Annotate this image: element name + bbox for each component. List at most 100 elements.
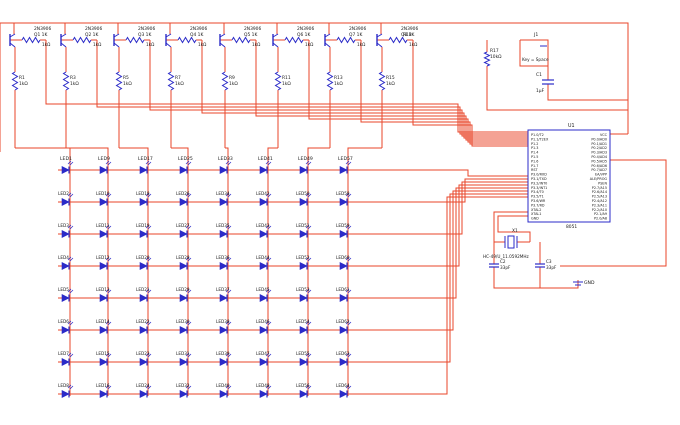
led-light-arrow — [67, 160, 72, 165]
led-label: LED26 — [176, 191, 190, 196]
led-label: LED36 — [216, 255, 230, 260]
transistor-ref-label: Q2 1K — [85, 32, 98, 38]
led-diode — [299, 294, 308, 302]
led-label: LED7 — [58, 351, 69, 356]
led-light-arrow — [145, 192, 150, 197]
pull-resistor-value: 1kΩ — [386, 81, 395, 87]
led-label: LED30 — [176, 319, 190, 324]
led-label: LED62 — [336, 319, 350, 324]
led-label: LED52 — [296, 255, 310, 260]
led-diode — [339, 294, 348, 302]
mcu-left-pin: P1.0/T2 — [531, 133, 544, 137]
led-light-arrow — [69, 193, 74, 198]
led-light-arrow — [227, 321, 232, 326]
led-label: LED27 — [176, 223, 190, 228]
led-light-arrow — [265, 224, 270, 229]
led-diode — [61, 230, 70, 238]
mcu-left-pin: GND — [531, 217, 539, 221]
led-light-arrow — [145, 320, 150, 325]
pull-resistor-ref: R11 — [282, 75, 291, 81]
base-resistor — [21, 36, 41, 44]
led-label: LED14 — [96, 319, 110, 324]
mcu-right-pin: P0.6/AD6 — [591, 164, 607, 168]
c1-ref: C1 — [536, 72, 542, 78]
pull-resistor — [274, 71, 282, 91]
led-label: LED21 — [136, 287, 150, 292]
column-control-wire — [96, 40, 528, 135]
led-light-arrow — [187, 225, 192, 230]
led-label: LED38 — [216, 319, 230, 324]
led-light-arrow — [107, 353, 112, 358]
transistor-part-label: 2N3906 — [85, 26, 102, 32]
led-row-wire — [58, 187, 528, 299]
led-label: LED6 — [58, 319, 69, 324]
led-light-arrow — [67, 320, 72, 325]
led-diode — [61, 390, 70, 398]
transistor-part-label: 2N3906 — [297, 26, 314, 32]
transistor-ref-label: Q5 1K — [244, 32, 257, 38]
led-column-header: LED33 — [218, 156, 233, 162]
column-jog-wire — [66, 147, 109, 152]
led-light-arrow — [105, 352, 110, 357]
led-label: LED50 — [296, 191, 310, 196]
led-light-arrow — [147, 321, 152, 326]
led-light-arrow — [185, 320, 190, 325]
transistor-emitter — [219, 33, 226, 38]
led-label: LED15 — [96, 351, 110, 356]
switch-box — [519, 39, 549, 67]
led-diode — [259, 390, 268, 398]
led-label: LED22 — [136, 319, 150, 324]
led-diode — [299, 262, 308, 270]
reset-loop-wire — [486, 66, 628, 111]
pull-resistor-ref: R1 — [19, 75, 25, 81]
led-diode — [339, 358, 348, 366]
led-light-arrow — [345, 288, 350, 293]
pull-resistor-value: 1kΩ — [229, 81, 238, 87]
mcu-left-pin: P1.2 — [531, 142, 538, 146]
led-diode — [219, 198, 228, 206]
led-light-arrow — [227, 193, 232, 198]
led-light-arrow — [265, 320, 270, 325]
base-resistor-value: 1kΩ — [357, 42, 366, 47]
led-light-arrow — [107, 289, 112, 294]
transistor-emitter — [324, 33, 331, 38]
led-label: LED44 — [256, 255, 270, 260]
mcu-right-pin: P0.4/AD4 — [591, 155, 607, 159]
led-label: LED56 — [296, 383, 310, 388]
column-jog-wire — [347, 147, 382, 152]
led-light-arrow — [145, 384, 150, 389]
led-label: LED34 — [216, 191, 230, 196]
mcu-right-pin: P2.3/A11 — [592, 203, 607, 207]
mcu-right-pin: P0.5/AD5 — [591, 159, 607, 163]
led-label: LED4 — [58, 255, 69, 260]
pull-resistor-ref: R15 — [386, 75, 395, 81]
led-light-arrow — [347, 257, 352, 262]
led-light-arrow — [305, 288, 310, 293]
led-light-arrow — [185, 224, 190, 229]
transistor-collector — [60, 42, 67, 48]
led-label: LED46 — [256, 319, 270, 324]
mcu-left-pin: P3.0/RXD — [531, 173, 547, 177]
mcu-right-pin: P2.7/A15 — [592, 186, 607, 190]
led-diode — [139, 166, 148, 174]
led-light-arrow — [227, 225, 232, 230]
led-label: LED40 — [216, 383, 230, 388]
mcu-right-pin: P0.2/AD2 — [591, 146, 607, 150]
led-light-arrow — [225, 192, 230, 197]
column-jog-wire — [267, 147, 278, 152]
led-light-arrow — [307, 321, 312, 326]
crystal-body — [507, 235, 515, 249]
transistor-ref-label: Q1 1K — [34, 32, 47, 38]
switch-label: Key = Space — [522, 57, 549, 62]
column-control-wire — [412, 40, 528, 147]
led-diode — [99, 326, 108, 334]
mcu-right-pin: P2.4/A12 — [592, 199, 607, 203]
led-light-arrow — [347, 321, 352, 326]
column-control-wire — [45, 40, 528, 133]
led-light-arrow — [225, 288, 230, 293]
led-light-arrow — [267, 161, 272, 166]
led-light-arrow — [265, 288, 270, 293]
led-light-arrow — [69, 385, 74, 390]
led-light-arrow — [265, 384, 270, 389]
led-diode — [299, 390, 308, 398]
